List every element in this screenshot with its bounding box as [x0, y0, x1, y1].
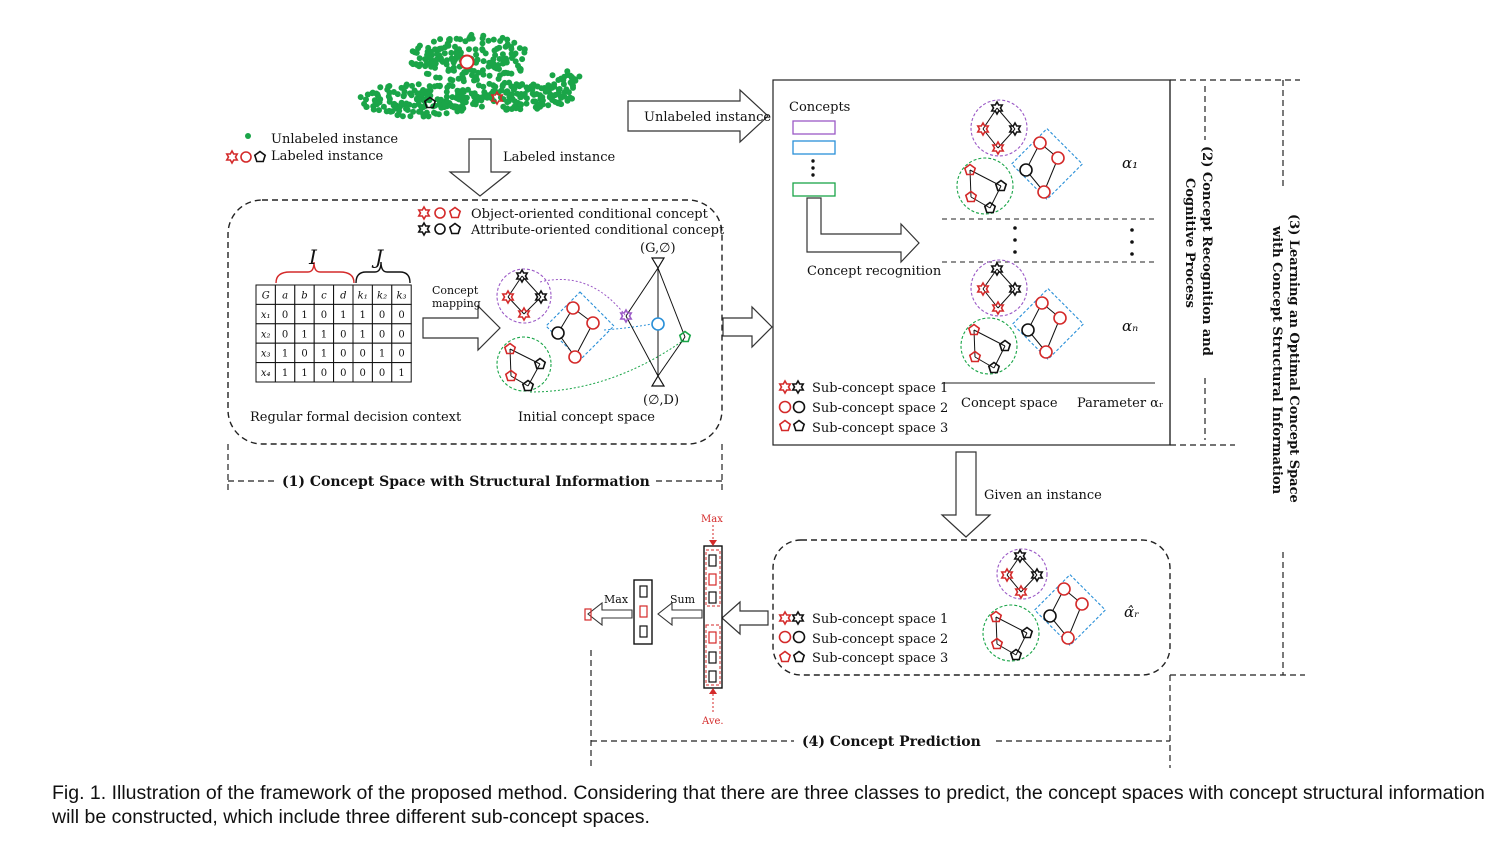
- svg-text:Sub-concept space 2: Sub-concept space 2: [812, 632, 948, 647]
- svg-text:(G,∅): (G,∅): [640, 241, 676, 256]
- table-cell-text: 0: [398, 329, 404, 340]
- labeled-instance-arrow: Labeled instance: [448, 138, 616, 197]
- table-cell-text: a: [282, 291, 288, 302]
- svg-text:Object-oriented conditional co: Object-oriented conditional concept: [471, 207, 709, 222]
- to-recognition-arrow: [722, 305, 773, 349]
- svg-text:Sub-concept space 3: Sub-concept space 3: [812, 651, 948, 666]
- svg-text:Sum: Sum: [670, 593, 696, 606]
- table-cell-text: k₁: [358, 291, 368, 302]
- table-cell-text: 0: [379, 310, 385, 321]
- table-cell-text: b: [301, 291, 307, 302]
- svg-text:Unlabeled instance: Unlabeled instance: [644, 110, 771, 125]
- table-cell-text: d: [340, 291, 346, 302]
- table-cell-text: 0: [340, 349, 346, 360]
- table-cell-text: 1: [321, 349, 327, 360]
- table-cell-text: x₁: [261, 310, 271, 321]
- svg-text:Cognitive Process: Cognitive Process: [1182, 178, 1197, 308]
- table-cell-text: 0: [282, 329, 288, 340]
- svg-text:mapping: mapping: [432, 297, 481, 310]
- svg-text:Parameter αᵣ: Parameter αᵣ: [1077, 396, 1163, 411]
- panel-optimal-concept-space: (3) Learning an Optimal Concept Space wi…: [1170, 79, 1305, 676]
- legend-labeled-text: Labeled instance: [271, 149, 384, 164]
- svg-text:I: I: [308, 245, 318, 269]
- table-cell-text: 1: [301, 310, 307, 321]
- svg-text:Concept space: Concept space: [961, 396, 1058, 411]
- svg-text:Max: Max: [604, 593, 629, 606]
- svg-text:α₁: α₁: [1122, 154, 1138, 172]
- svg-text:αₙ: αₙ: [1122, 317, 1138, 335]
- panel-concept-recognition: (2) Concept Recognition and Cognitive Pr…: [772, 79, 1235, 446]
- table-cell-text: x₂: [261, 329, 271, 340]
- svg-text:Concept recognition: Concept recognition: [807, 264, 942, 279]
- table-cell-text: 1: [379, 349, 385, 360]
- table-cell-text: 1: [398, 368, 404, 379]
- svg-text:Sub-concept space 1: Sub-concept space 1: [812, 612, 948, 627]
- table-cell-text: 0: [398, 349, 404, 360]
- table-cell-text: 1: [282, 349, 288, 360]
- table-cell-text: 0: [360, 349, 366, 360]
- table-cell-text: 1: [301, 329, 307, 340]
- table-cell-text: 0: [282, 310, 288, 321]
- table-cell-text: 1: [340, 310, 346, 321]
- table-cell-text: k₃: [396, 291, 406, 302]
- panel-concept-prediction: Sub-concept space 1 Sub-concept space 2 …: [584, 514, 1171, 768]
- unlabeled-instance-scatter: [357, 31, 583, 120]
- table-cell-text: 0: [340, 368, 346, 379]
- legend-unlabeled-text: Unlabeled instance: [271, 132, 398, 147]
- table-cell-text: 0: [360, 368, 366, 379]
- svg-text:Ave.: Ave.: [701, 716, 724, 727]
- figure-caption: Fig. 1. Illustration of the framework of…: [52, 782, 1485, 828]
- svg-text:(3) Learning an Optimal Concep: (3) Learning an Optimal Concept Space: [1286, 214, 1301, 503]
- svg-text:Concepts: Concepts: [789, 100, 850, 115]
- svg-text:Regular formal decision contex: Regular formal decision context: [250, 410, 462, 425]
- svg-text:Concept: Concept: [432, 284, 479, 297]
- svg-text:Sub-concept space 1: Sub-concept space 1: [812, 381, 948, 396]
- panel-concept-space: Object-oriented conditional concept Attr…: [227, 199, 725, 494]
- table-cell-text: 1: [301, 368, 307, 379]
- svg-text:Labeled instance: Labeled instance: [503, 150, 616, 165]
- svg-text:Max: Max: [701, 514, 723, 525]
- unlabeled-instance-arrow: Unlabeled instance: [627, 88, 771, 144]
- svg-text:α̂ᵣ: α̂ᵣ: [1124, 603, 1139, 621]
- table-cell-text: 0: [379, 368, 385, 379]
- svg-text:with Concept Structural Inform: with Concept Structural Information: [1269, 225, 1284, 495]
- svg-text:Given an instance: Given an instance: [984, 488, 1102, 503]
- table-cell-text: x₄: [261, 368, 271, 379]
- given-instance-arrow: Given an instance: [940, 451, 1102, 538]
- table-cell-text: 1: [282, 368, 288, 379]
- panel4-title: (4) Concept Prediction: [802, 734, 981, 750]
- table-cell-text: c: [321, 291, 327, 302]
- concept-space-alpha-1: α₁: [956, 99, 1138, 215]
- svg-text:(2) Concept Recognition and: (2) Concept Recognition and: [1199, 146, 1214, 356]
- svg-text:Initial concept space: Initial concept space: [518, 410, 655, 425]
- table-cell-text: 1: [360, 310, 366, 321]
- table-cell-text: 0: [301, 349, 307, 360]
- svg-text:J: J: [371, 245, 384, 269]
- table-cell-text: 0: [398, 310, 404, 321]
- table-cell-text: 0: [340, 329, 346, 340]
- svg-text:Sub-concept space 2: Sub-concept space 2: [812, 401, 948, 416]
- top-legend: Unlabeled instance Labeled instance: [226, 132, 398, 164]
- svg-text:Attribute-oriented conditional: Attribute-oriented conditional concept: [470, 223, 725, 238]
- table-cell-text: 0: [379, 329, 385, 340]
- table-cell-text: 0: [321, 368, 327, 379]
- panel1-title: (1) Concept Space with Structural Inform…: [282, 474, 650, 490]
- labeled-instances-in-cloud: [423, 54, 504, 109]
- concept-space-prediction: α̂ᵣ: [982, 548, 1139, 662]
- svg-text:(∅,D): (∅,D): [643, 393, 679, 408]
- svg-text:Sub-concept space 3: Sub-concept space 3: [812, 421, 948, 436]
- table-cell-text: 0: [321, 310, 327, 321]
- table-cell-text: 1: [360, 329, 366, 340]
- initial-concept-space: (G,∅) (∅,D) Initial concept space: [496, 241, 692, 425]
- concept-space-alpha-n: αₙ: [960, 259, 1138, 375]
- table-cell: [391, 362, 412, 383]
- table-cell-text: G: [262, 291, 270, 302]
- table-cell-text: x₃: [261, 349, 271, 360]
- table-cell-text: k₂: [377, 291, 387, 302]
- table-cell-text: 1: [321, 329, 327, 340]
